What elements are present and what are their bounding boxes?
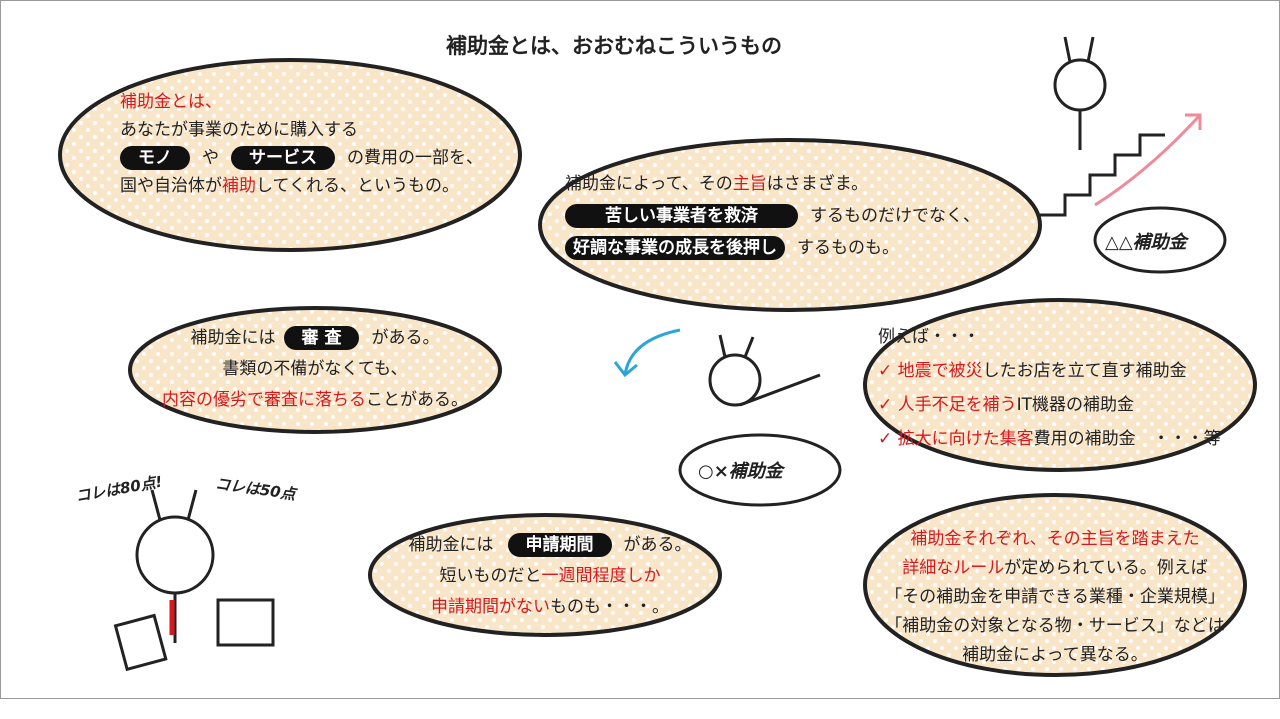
rules-text: 補助金それぞれ、その主旨を踏まえた 詳細なルールが定められている。例えば 「その… [855, 525, 1255, 670]
review-line: 内容の優劣で審査に落ちることがある。 [145, 385, 485, 416]
text-segment: するものも。 [797, 238, 899, 258]
text-segment: するものだけでなく、 [810, 206, 980, 226]
example-item: ✓ 人手不足を補うIT機器の補助金 [878, 388, 1221, 422]
text-segment: 費用の補助金 ・・・等 [1033, 429, 1221, 449]
purpose-text: 補助金によって、その主旨はさまざま。 苦しい事業者を救済するものだけでなく、 好… [565, 168, 980, 264]
review-text: 補助金には審 査がある。 書類の不備がなくても、 内容の優劣で審査に落ちることが… [145, 323, 485, 416]
purpose-line: 苦しい事業者を救済するものだけでなく、 [565, 200, 980, 232]
paper-sheet [113, 613, 168, 672]
text-segment: が定められている。例えば [1004, 558, 1208, 578]
highlight-text: 補助 [222, 176, 256, 196]
conjunction-text: や [202, 148, 219, 168]
example-item: ✓ 地震で被災したお店を立て直す補助金 [878, 354, 1221, 388]
rabbit-body-1 [1063, 36, 1095, 150]
highlight-text: 地震で被災 [897, 361, 983, 381]
definition-heading: 補助金とは、 [120, 92, 222, 112]
rules-line: 補助金それぞれ、その主旨を踏まえた [910, 529, 1200, 549]
check-icon: ✓ [878, 395, 893, 415]
text-segment: 短いものだと [439, 566, 542, 586]
review-pill: 審 査 [283, 326, 360, 350]
sign-label-2: ○×補助金 [698, 461, 783, 482]
review-line: 書類の不備がなくても、 [222, 359, 408, 379]
highlight-text: 内容の優劣で審査に落ちる [162, 390, 366, 410]
rules-line: 「その補助金を申請できる業種・企業規模」 [885, 587, 1225, 607]
highlight-text: 人手不足を補う [897, 395, 1017, 415]
rabbit-head-1 [1053, 58, 1107, 112]
text-segment: がある。 [371, 328, 440, 348]
text-segment: ものも・・・。 [550, 597, 669, 617]
definition-line: あなたが事業のために購入する [120, 120, 358, 140]
sign-board-1 [1093, 206, 1227, 274]
period-line: 申請期間がないものも・・・。 [385, 592, 715, 623]
examples-text: 例えば・・・ ✓ 地震で被災したお店を立て直す補助金 ✓ 人手不足を補うIT機器… [878, 320, 1221, 456]
services-pill: サービス [231, 146, 335, 170]
highlight-text: 申請期間がない [431, 597, 550, 617]
example-item: ✓ 拡大に向けた集客費用の補助金 ・・・等 [878, 422, 1221, 456]
bottom-bar [0, 698, 1280, 719]
period-text: 補助金には申請期間がある。 短いものだと一週間程度しか 申請期間がないものも・・… [385, 530, 715, 623]
bubble-rules [863, 493, 1247, 677]
text-segment: したお店を立て直す補助金 [982, 361, 1187, 381]
arrow-curve-icon [613, 328, 681, 378]
rules-line: 詳細なルールが定められている。例えば [855, 554, 1255, 583]
stairs [1040, 133, 1165, 217]
relief-pill: 苦しい事業者を救済 [565, 204, 798, 228]
period-line: 短いものだと一週間程度しか [385, 561, 715, 592]
rabbit-body-3 [150, 489, 198, 643]
rabbit-head-3 [135, 515, 215, 595]
period-pill: 申請期間 [507, 533, 612, 557]
review-line: 補助金には審 査がある。 [145, 323, 485, 354]
arrow-up-icon [1094, 113, 1202, 207]
sign-board-2 [678, 433, 842, 507]
text-segment: はさまざま。 [766, 174, 869, 194]
purpose-line: 好調な事業の成長を後押しするものも。 [565, 232, 980, 264]
rules-line: 補助金によって異なる。 [962, 645, 1148, 665]
bubble-examples [863, 298, 1257, 472]
check-icon: ✓ [878, 429, 893, 449]
highlight-text: 拡大に向けた集客 [897, 429, 1034, 449]
goods-pill: モノ [120, 146, 190, 170]
growth-pill: 好調な事業の成長を後押し [565, 236, 785, 260]
text-segment: 補助金には [190, 328, 276, 348]
rabbit-body-2 [718, 334, 821, 407]
definition-line: 国や自治体が補助してくれる、というもの。 [120, 172, 483, 200]
text-segment: 国や自治体が [120, 176, 222, 196]
purpose-line: 補助金によって、その主旨はさまざま。 [565, 168, 980, 200]
text-segment: 補助金によって、その [565, 174, 733, 194]
sign-label-1: △△補助金 [1105, 232, 1187, 253]
bubble-period [368, 513, 722, 637]
text-segment: 補助金には [408, 535, 494, 555]
period-line: 補助金には申請期間がある。 [385, 530, 715, 561]
bubble-review [128, 306, 502, 434]
text-segment: してくれる、というもの。 [256, 176, 459, 196]
papers [216, 598, 275, 647]
definition-text: 補助金とは、 あなたが事業のために購入する モノやサービスの費用の一部を、 国や… [120, 88, 483, 200]
rabbit-head-2 [708, 353, 762, 407]
definition-line: モノやサービスの費用の一部を、 [120, 144, 483, 172]
check-icon: ✓ [878, 361, 893, 381]
page-title: 補助金とは、おおむねこういうもの [446, 34, 782, 58]
definition-line-text: の費用の一部を、 [347, 148, 483, 168]
text-segment: がある。 [623, 535, 692, 555]
highlight-text: 詳細なルール [902, 558, 1005, 578]
rules-line: 「補助金の対象となる物・サービス」などは [885, 616, 1225, 636]
highlight-text: 主旨 [732, 174, 767, 194]
text-segment: ことがある。 [366, 390, 468, 410]
text-segment: IT機器の補助金 [1016, 395, 1135, 415]
examples-intro: 例えば・・・ [878, 327, 980, 347]
highlight-text: 一週間程度しか [541, 566, 661, 586]
